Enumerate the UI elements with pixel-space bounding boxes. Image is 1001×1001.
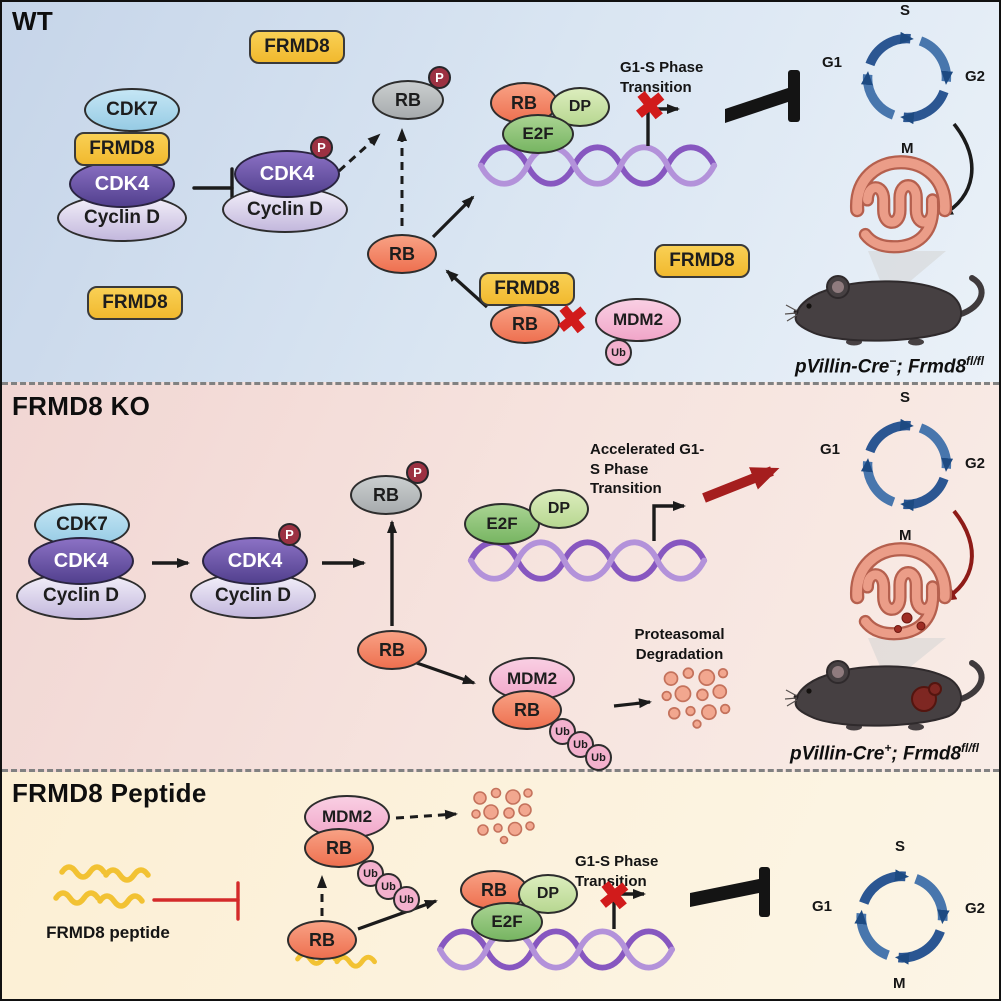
cycle-label-s: S [895, 838, 906, 855]
transcription-arrow-active [652, 501, 686, 541]
genotype-separator: ; [896, 356, 908, 378]
mouse-illustration [785, 276, 982, 346]
frmd8-badge: FRMD8 [249, 30, 345, 64]
e2f-ellipse: E2F [502, 114, 574, 154]
genotype-superscript: fl/fl [966, 354, 985, 368]
frmd8-peptide-label: FRMD8 peptide [46, 923, 170, 942]
intestine-illustration [857, 549, 945, 634]
rb-ellipse: RB [490, 304, 560, 344]
panel-frmd8-ko: FRMD8 KO CDK7 Cyclin D CDK4 Cyclin D CDK… [2, 382, 999, 772]
intestine-illustration [857, 162, 945, 247]
ubiquitin-badge: Ub [585, 744, 612, 771]
genotype-gene: Frmd8 [907, 356, 967, 378]
e2f-ellipse: E2F [464, 503, 540, 545]
transcription-arrow-blocked [646, 104, 680, 146]
cycle-label-g2: G2 [965, 900, 986, 917]
cycle-inhibition-block [690, 867, 770, 917]
genotype-gene: pVillin-Cre [795, 356, 890, 378]
genotype-gene: pVillin-Cre [790, 743, 885, 765]
mouse-tumor [911, 682, 942, 712]
rb-phospho-ellipse: RB [350, 475, 422, 515]
cell-cycle-diagram [868, 39, 947, 118]
dp-ellipse: DP [529, 489, 589, 529]
mdm2-ellipse: MDM2 [595, 298, 681, 342]
accelerated-transition-label: Accelerated G1-S Phase Transition [590, 441, 705, 497]
proteasomal-degradation-label: Proteasomal Degradation [634, 626, 725, 663]
e2f-ellipse: E2F [471, 902, 543, 942]
cycle-label-m: M [899, 527, 912, 544]
arrow-rb-to-e2f-complex [431, 195, 475, 239]
panel-frmd8-peptide: FRMD8 Peptide MDM2 RB Ub Ub Ub RB FRMD8 … [2, 772, 1001, 1001]
ubiquitin-badge: Ub [357, 860, 384, 887]
g1s-transition-label: G1-S Phase Transition [575, 853, 659, 890]
frmd8-badge: FRMD8 [654, 244, 750, 278]
panel-title-peptide: FRMD8 Peptide [12, 778, 207, 808]
cycle-label-m: M [893, 975, 906, 992]
phospho-badge: P [428, 66, 451, 89]
frmd8-badge: FRMD8 [74, 132, 170, 166]
dna-helix [471, 542, 704, 578]
cell-cycle-diagram [868, 426, 947, 505]
frmd8-badge: FRMD8 [479, 272, 575, 306]
g1s-transition-label: G1-S Phase Transition [620, 59, 704, 96]
cycle-label-g1: G1 [822, 54, 843, 71]
degradation-debris [661, 667, 731, 729]
dashed-arrow-pcdk4-to-prb [337, 133, 381, 173]
ubiquitin-badge: Ub [605, 339, 632, 366]
cycle-label-g2: G2 [965, 68, 986, 85]
peptide-squiggle [62, 867, 148, 880]
cycle-label-g2: G2 [965, 455, 986, 472]
cdk7-ellipse: CDK7 [84, 88, 180, 132]
genotype-superscript: fl/fl [961, 741, 980, 755]
panel-title-wt: WT [12, 6, 54, 36]
dp-ellipse: DP [550, 87, 610, 127]
mouse-illustration [785, 661, 982, 731]
phospho-badge: P [406, 461, 429, 484]
blocked-x-icon: ✖ [553, 298, 590, 344]
peptide-squiggle [56, 893, 142, 906]
blocked-x-icon: ✖ [631, 84, 668, 130]
ko-connector-layer [152, 385, 1001, 775]
cycle-label-s: S [900, 389, 911, 406]
cycle-label-s: S [900, 2, 911, 19]
cycle-label-m: M [901, 140, 914, 157]
rb-ellipse: RB [287, 920, 357, 960]
peptide-inhibition-tbar [152, 881, 240, 921]
red-arrow-cycle-to-intestine [940, 509, 974, 602]
red-arrow-accelerated-cycle [702, 466, 780, 503]
rb-ellipse: RB [367, 234, 437, 274]
genotype-label-ko: pVillin-Cre+; Frmd8fl/fl [790, 741, 979, 765]
panel-title-ko: FRMD8 KO [12, 391, 151, 421]
cdk4-ellipse: CDK4 [28, 537, 134, 585]
genotype-superscript: + [884, 741, 892, 755]
panel-wt: WT FRMD8 CDK7 Cyclin D CDK4 FRMD8 Cyclin… [2, 2, 999, 382]
transcription-arrow-blocked [612, 889, 646, 929]
arrow-rb-to-e2f-complex [357, 899, 438, 931]
cdk4-ellipse: CDK4 [69, 160, 175, 208]
phospho-badge: P [310, 136, 333, 159]
dna-helix [481, 147, 714, 183]
genotype-superscript: − [889, 354, 897, 368]
degradation-debris [471, 787, 535, 845]
cycle-label-g1: G1 [812, 898, 833, 915]
dna-helix [440, 931, 672, 967]
ubiquitin-badge: Ub [393, 886, 420, 913]
cycle-inhibition-block [725, 70, 800, 123]
rb-ellipse: RB [357, 630, 427, 670]
wt-connector-layer [192, 2, 1001, 382]
cell-cycle-diagram [861, 876, 942, 957]
genotype-gene: Frmd8 [902, 743, 962, 765]
phospho-badge: P [278, 523, 301, 546]
genotype-label-wt: pVillin-Cre−; Frmd8fl/fl [795, 354, 984, 378]
arrow-rb-to-mdm2 [413, 660, 476, 685]
arrow-mdm2-to-degradation [613, 698, 652, 709]
cycle-label-g1: G1 [820, 441, 841, 458]
dashed-arrow-mdm2-to-degradation [395, 809, 458, 820]
genotype-separator: ; [891, 743, 903, 765]
frmd8-badge: FRMD8 [87, 286, 183, 320]
peptide-connector-layer [2, 787, 1001, 1001]
blocked-x-icon: ✖ [595, 874, 632, 920]
intestine-tumor-dots [894, 612, 926, 633]
